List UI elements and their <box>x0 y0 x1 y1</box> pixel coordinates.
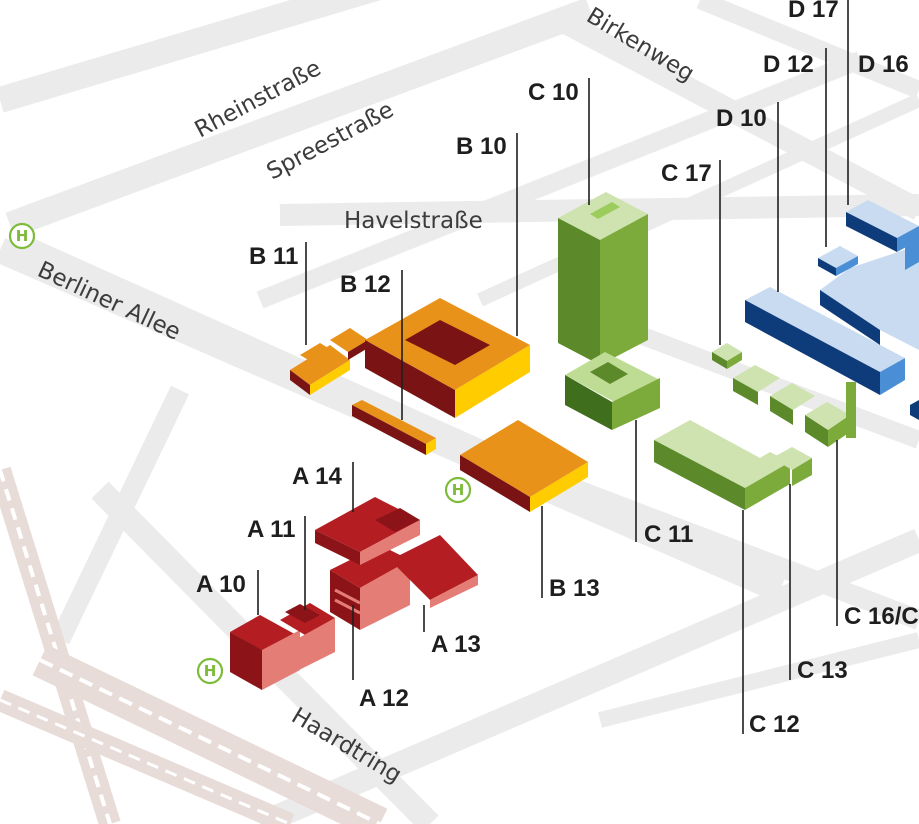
building-c13[interactable] <box>772 447 812 486</box>
label-a11: A 11 <box>247 516 295 543</box>
label-a12: A 12 <box>359 685 409 712</box>
label-d12: D 12 <box>763 51 814 78</box>
building-d10[interactable] <box>745 245 919 395</box>
label-c12: C 12 <box>749 711 800 738</box>
bus-stop-icon[interactable]: H <box>444 476 472 504</box>
building-a11[interactable] <box>280 603 335 672</box>
building-b13[interactable] <box>460 420 588 512</box>
bus-stop-icon[interactable]: H <box>196 657 224 685</box>
label-d17: D 17 <box>788 0 839 23</box>
building-d12[interactable] <box>818 246 858 276</box>
building-c16[interactable] <box>733 365 856 447</box>
label-d10: D 10 <box>716 105 767 132</box>
label-a10: A 10 <box>196 571 246 598</box>
stop-letter: H <box>204 662 217 680</box>
leader-lines <box>257 0 849 734</box>
building-c11[interactable] <box>565 352 660 430</box>
building-c12[interactable] <box>654 420 790 510</box>
label-b10: B 10 <box>456 133 507 160</box>
label-b11: B 11 <box>249 243 298 270</box>
label-d16: D 16 <box>858 51 909 78</box>
label-b13: B 13 <box>549 575 600 602</box>
railway <box>0 466 388 824</box>
label-c10: C 10 <box>528 79 579 106</box>
bus-stop-icon[interactable]: H <box>8 222 36 250</box>
label-c11: C 11 <box>644 521 693 548</box>
street-label-havelstrasse: Havelstraße <box>344 208 483 234</box>
label-a14: A 14 <box>292 463 342 490</box>
building-d17[interactable] <box>905 230 919 420</box>
label-c13: C 13 <box>797 657 848 684</box>
label-a13: A 13 <box>431 631 481 658</box>
label-c17: C 17 <box>661 160 712 187</box>
label-b12: B 12 <box>340 271 391 298</box>
building-b10[interactable] <box>365 298 530 418</box>
building-a10[interactable] <box>230 615 300 690</box>
building-c10[interactable] <box>558 192 648 365</box>
building-a12[interactable] <box>330 545 410 630</box>
stop-letter: H <box>452 481 465 499</box>
building-b11[interactable] <box>290 328 368 395</box>
building-a13[interactable] <box>390 535 478 608</box>
building-c17[interactable] <box>712 343 742 369</box>
label-c16: C 16/C <box>844 603 919 630</box>
stop-letter: H <box>16 227 29 245</box>
building-a14[interactable] <box>315 497 420 565</box>
building-b12[interactable] <box>352 400 436 455</box>
